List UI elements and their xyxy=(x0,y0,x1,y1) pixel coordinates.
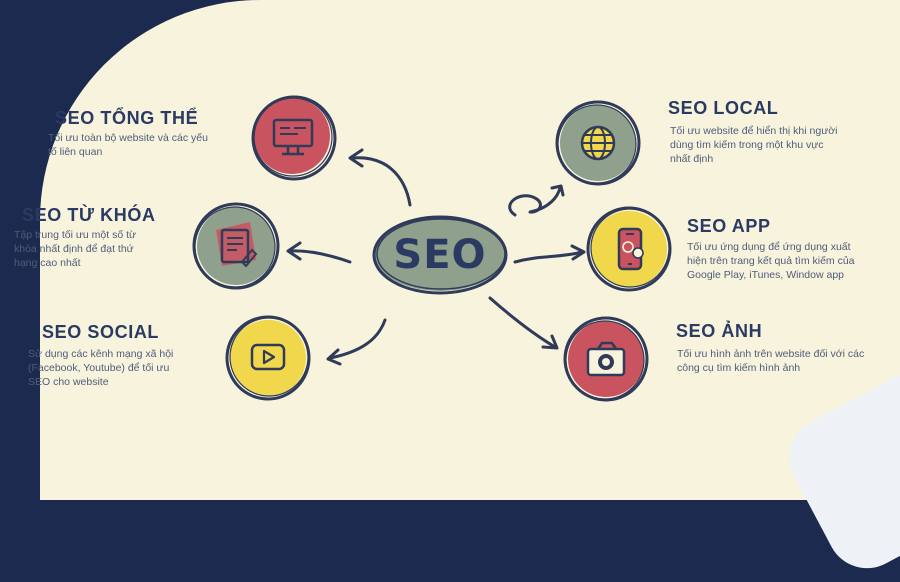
desc-line: khóa nhất định để đạt thứ xyxy=(14,243,134,255)
desc-line: hiện trên trang kết quả tìm kiếm của xyxy=(687,255,855,267)
globe-icon xyxy=(555,100,641,186)
desc-line: Google Play, iTunes, Window app xyxy=(687,269,844,281)
node-seo-social xyxy=(222,312,314,404)
title-seo-local: SEO LOCAL xyxy=(668,98,779,118)
center-ellipse xyxy=(372,215,508,295)
node-seo-anh xyxy=(560,313,652,405)
desc-seo-local: Tối ưu website để hiển thị khi người dùn… xyxy=(670,124,837,166)
title-seo-app: SEO APP xyxy=(687,216,771,236)
desc-line: (Facebook, Youtube) để tối ưu xyxy=(28,362,170,374)
desc-seo-social: Sử dụng các kênh mạng xã hội (Facebook, … xyxy=(28,347,173,389)
desc-seo-anh: Tối ưu hình ảnh trên website đối với các… xyxy=(677,347,864,375)
title-seo-tu-khoa: SEO TỪ KHÓA xyxy=(22,205,156,225)
title-seo-tong-the: SEO TỔNG THỂ xyxy=(55,108,199,128)
desc-line: Sử dụng các kênh mạng xã hội xyxy=(28,348,174,360)
center-seo-node: SEO xyxy=(370,213,510,297)
desc-line: Tối ưu toàn bộ website và các yếu xyxy=(48,132,208,144)
desc-seo-tu-khoa: Tập trung tối ưu một số từ khóa nhất địn… xyxy=(14,228,136,270)
node-seo-local xyxy=(552,97,644,189)
desc-line: nhất định xyxy=(670,153,714,165)
node-seo-app xyxy=(583,203,675,295)
play-video-icon xyxy=(225,315,311,401)
document-pen-icon xyxy=(192,202,280,290)
node-seo-tu-khoa xyxy=(190,200,282,292)
desc-line: SEO cho website xyxy=(28,376,109,388)
desc-seo-app: Tối ưu ứng dụng để ứng dụng xuất hiện tr… xyxy=(687,240,855,282)
desc-line: Tối ưu ứng dụng để ứng dụng xuất xyxy=(687,241,851,253)
camera-icon xyxy=(563,316,649,402)
desc-line: Tập trung tối ưu một số từ xyxy=(14,229,137,241)
desc-seo-tong-the: Tối ưu toàn bộ website và các yếu tố liê… xyxy=(48,131,208,159)
desc-line: tố liên quan xyxy=(48,146,103,158)
desc-line: công cụ tìm kiếm hình ảnh xyxy=(677,362,801,374)
node-seo-tong-the xyxy=(248,92,340,184)
desc-line: hạng cao nhất xyxy=(14,257,81,269)
center-label: SEO xyxy=(393,232,487,278)
title-seo-social: SEO SOCIAL xyxy=(42,322,160,342)
smartphone-icon xyxy=(586,206,672,292)
desc-line: Tối ưu hình ảnh trên website đối với các xyxy=(677,348,865,360)
desc-line: Tối ưu website để hiển thị khi người xyxy=(670,125,838,137)
desc-line: dùng tìm kiếm trong một khu vực xyxy=(670,139,824,151)
monitor-icon xyxy=(251,95,337,181)
title-seo-anh: SEO ẢNH xyxy=(676,321,763,341)
